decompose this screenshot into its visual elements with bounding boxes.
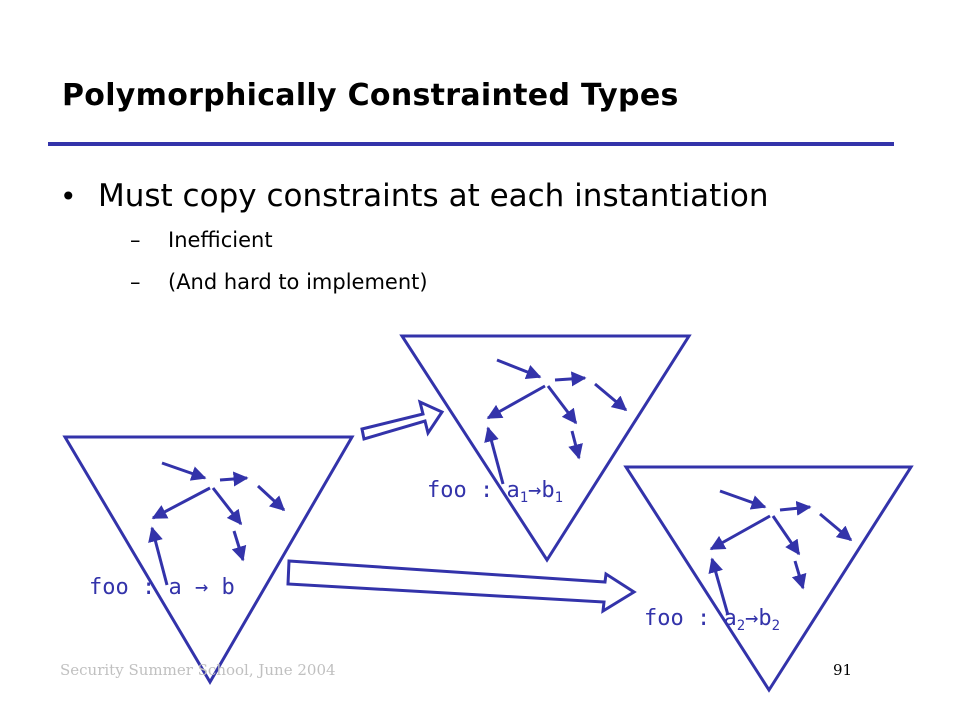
slide-footer: Security Summer School, June 2004 bbox=[60, 661, 336, 679]
page-number: 91 bbox=[833, 661, 853, 679]
dash-marker: – bbox=[130, 228, 141, 252]
constraint-graph-copy-1 bbox=[399, 334, 692, 563]
sub-bullet-text: Inefficient bbox=[168, 228, 273, 252]
constraint-edges bbox=[484, 358, 628, 485]
type-label-copy-1: foo : a1→b1 bbox=[427, 478, 563, 506]
instantiate-arrow-top bbox=[360, 399, 445, 441]
constraint-graph-copy-2 bbox=[623, 465, 914, 693]
bullet-item: • Must copy constraints at each instanti… bbox=[60, 178, 769, 294]
constraint-edges bbox=[708, 489, 853, 616]
constraint-edges bbox=[148, 461, 286, 586]
sub-bullet-item: – (And hard to implement) bbox=[130, 270, 769, 294]
bullet-list: • Must copy constraints at each instanti… bbox=[60, 178, 769, 312]
sub-bullet-list: – Inefficient – (And hard to implement) bbox=[60, 228, 769, 294]
constraint-graph-original bbox=[62, 435, 355, 685]
triangle-copy-1 bbox=[399, 334, 692, 563]
type-label-copy-2: foo : a2→b2 bbox=[644, 606, 780, 634]
bullet-text: Must copy constraints at each instantiat… bbox=[98, 178, 769, 214]
instantiate-arrow-bottom bbox=[286, 559, 637, 614]
triangle-original bbox=[62, 435, 355, 685]
bullet-marker: • bbox=[60, 180, 77, 213]
sub-bullet-text: (And hard to implement) bbox=[168, 270, 428, 294]
triangle-copy-2 bbox=[623, 465, 914, 693]
type-label-original: foo : a → b bbox=[89, 575, 235, 600]
dash-marker: – bbox=[130, 270, 141, 294]
sub-bullet-item: – Inefficient bbox=[130, 228, 769, 252]
title-underline bbox=[48, 142, 894, 146]
slide-title: Polymorphically Constrainted Types bbox=[62, 78, 679, 113]
